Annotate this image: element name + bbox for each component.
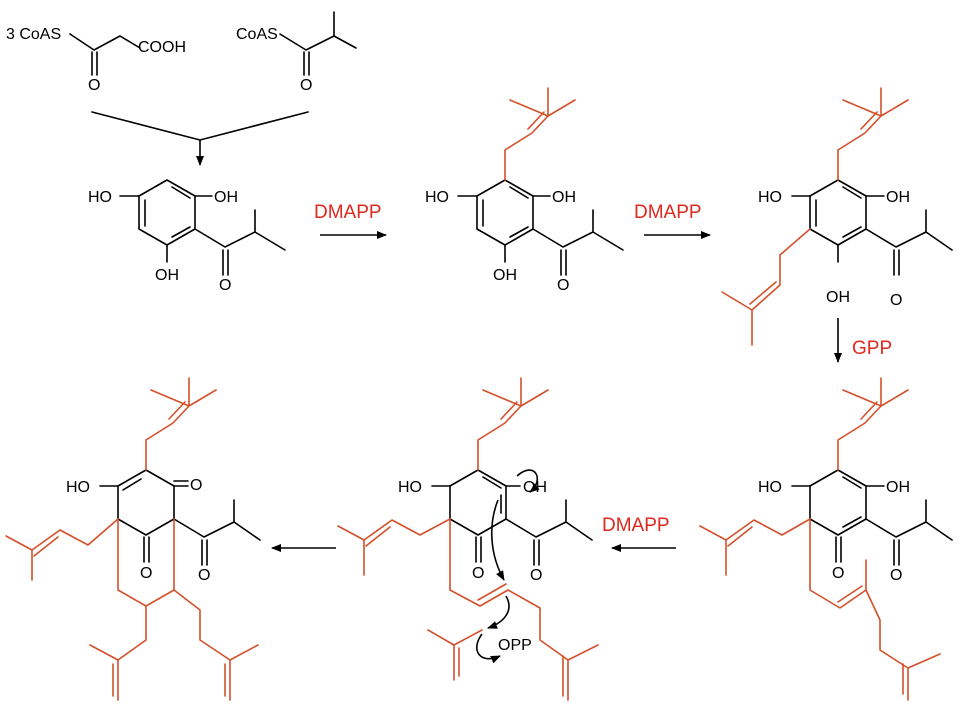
starting-materials: 3 CoAS O COOH CoAS O bbox=[6, 11, 357, 166]
malonyl-coa-label: 3 CoAS bbox=[6, 26, 61, 43]
malonyl-oxygen: O bbox=[88, 77, 100, 94]
molecule-geranylated: HO OH O O bbox=[699, 377, 953, 701]
ho-group: HO bbox=[88, 189, 112, 206]
ho-group: HO bbox=[425, 189, 449, 206]
ring-oxygen: O bbox=[832, 565, 844, 582]
step-dmapp-3: DMAPP bbox=[602, 515, 670, 536]
curved-arrow-oh bbox=[516, 469, 540, 493]
step-gpp: GPP bbox=[852, 338, 892, 359]
curved-arrow-enol bbox=[490, 499, 505, 581]
ho-group: HO bbox=[398, 479, 422, 496]
prenyl-chain bbox=[504, 87, 576, 181]
oh-group: OH bbox=[214, 189, 238, 206]
molecule-final-product: HO O O O bbox=[5, 377, 261, 701]
cooh-label: COOH bbox=[138, 39, 186, 56]
oh-group: OH bbox=[886, 189, 910, 206]
molecule-phlorisobutyrophenone: HO OH OH O bbox=[88, 179, 286, 294]
curved-arrow-opp bbox=[476, 633, 501, 664]
oh-group: OH bbox=[552, 189, 576, 206]
ring-oxygen: O bbox=[472, 565, 484, 582]
oh-group: OH bbox=[493, 267, 517, 284]
molecule-monoprenyl: HO OH OH O bbox=[425, 87, 624, 294]
ketone-oxygen: O bbox=[219, 277, 231, 294]
isobutyryl-oxygen: O bbox=[300, 77, 312, 94]
oh-group: OH bbox=[886, 479, 910, 496]
ring-oxygen: O bbox=[190, 477, 202, 494]
ketone-oxygen: O bbox=[890, 292, 902, 309]
step-dmapp-1: DMAPP bbox=[314, 202, 382, 223]
molecule-diprenyl: HO OH OH O bbox=[721, 87, 953, 346]
ho-group: HO bbox=[758, 189, 782, 206]
oh-group: OH bbox=[826, 289, 850, 306]
curved-arrow-alkene bbox=[487, 595, 510, 629]
molecule-mechanism: HO OH O O OPP bbox=[337, 377, 599, 701]
ho-group: HO bbox=[758, 479, 782, 496]
opp-leaving-group: OPP bbox=[498, 637, 532, 654]
ketone-oxygen: O bbox=[530, 567, 542, 584]
ketone-oxygen: O bbox=[198, 567, 210, 584]
ring-oxygen: O bbox=[140, 565, 152, 582]
ketone-oxygen: O bbox=[557, 277, 569, 294]
oh-group: OH bbox=[155, 267, 179, 284]
isobutyryl-coa-label: CoAS bbox=[236, 26, 278, 43]
ho-group: HO bbox=[66, 479, 90, 496]
step-dmapp-2: DMAPP bbox=[634, 202, 702, 223]
ketone-oxygen: O bbox=[890, 567, 902, 584]
